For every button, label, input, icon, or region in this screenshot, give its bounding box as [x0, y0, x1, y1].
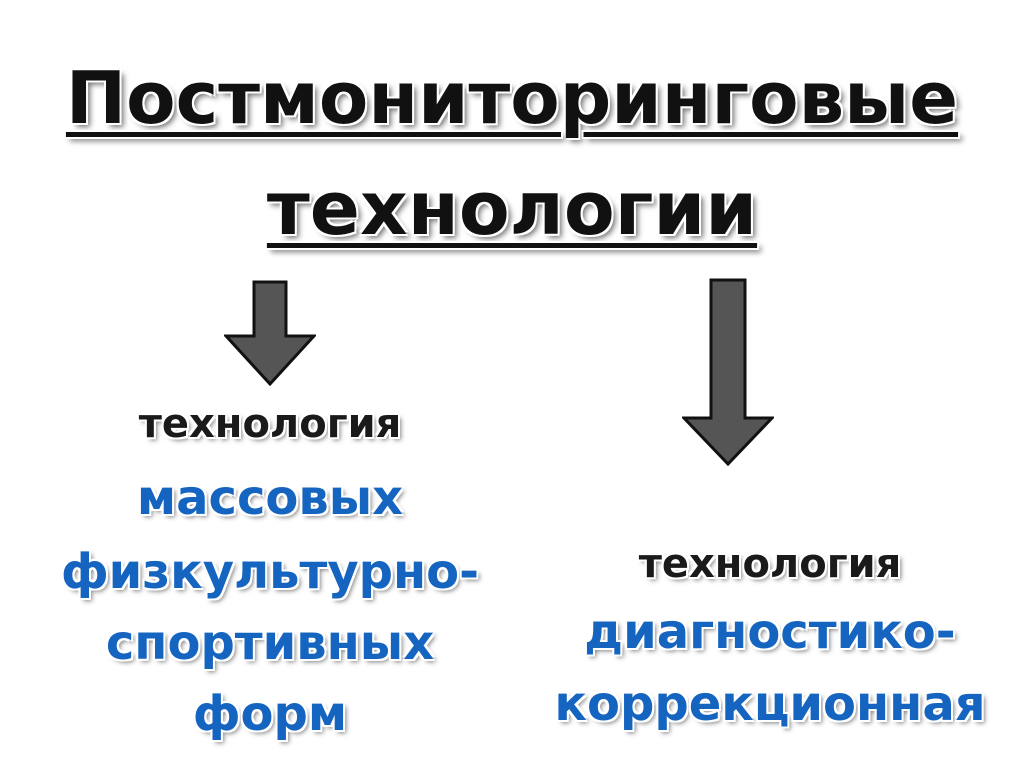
right-branch-label: технология	[638, 541, 902, 587]
left-branch-line-4: форм	[192, 686, 348, 742]
down-arrow-right-icon	[682, 278, 774, 466]
left-branch-line-3: спортивных	[105, 615, 435, 671]
left-branch-line-2: физкультурно-	[60, 544, 480, 600]
left-branch-line-1: массовых	[136, 470, 404, 526]
right-branch-line-1: диагностико-	[584, 604, 956, 660]
left-branch-label: технология	[138, 401, 402, 447]
title-line-2: технологии	[266, 166, 758, 252]
right-branch-line-2: коррекционная	[554, 676, 986, 732]
down-arrow-left-icon	[224, 280, 316, 386]
title-line-1: Постмониторинговые	[65, 56, 959, 140]
